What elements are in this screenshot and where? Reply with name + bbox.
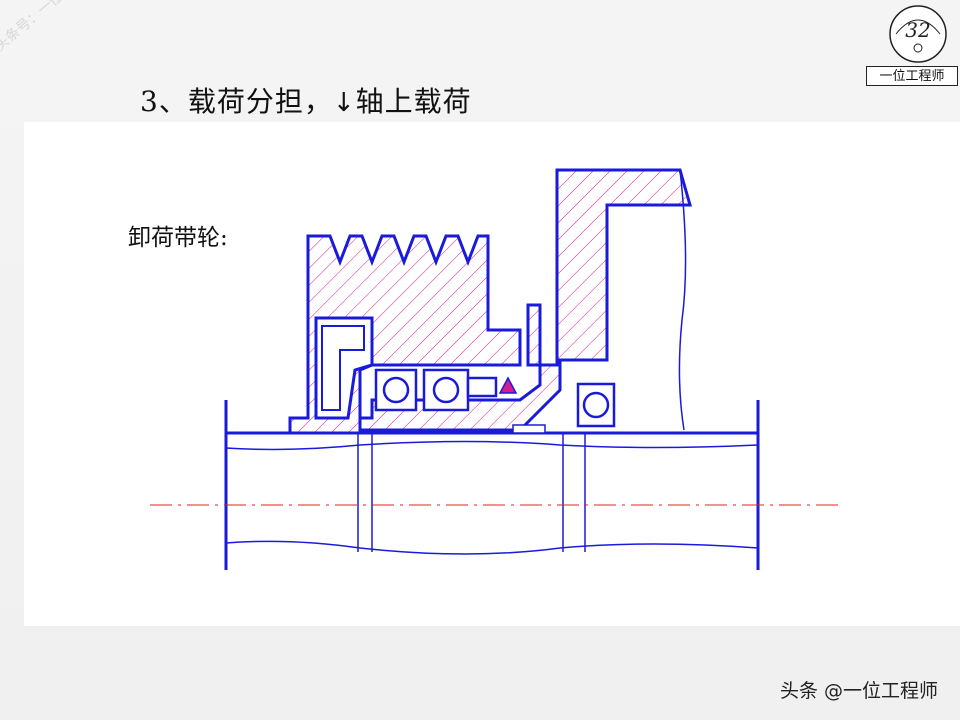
slide-title: 3、载荷分担，↓轴上载荷 [140,80,472,120]
pulley-hub [314,316,374,420]
bearing-right [576,382,616,428]
bearing-left [374,368,498,412]
source-credit: 头条 @一位工程师 [779,680,938,702]
key-marker [498,376,546,434]
drawing-area [24,122,960,626]
housing-wall [678,169,687,431]
logo-seal-text: 32 [905,18,930,42]
logo-seal-icon: 32 [889,5,947,63]
down-arrow-icon: ↓ [332,88,356,118]
logo-label: 一位工程师 [866,66,958,86]
title-prefix: 3、载荷分担， [140,85,333,118]
title-suffix: 轴上载荷 [355,85,472,118]
drawing-caption: 卸荷带轮: [128,225,228,251]
